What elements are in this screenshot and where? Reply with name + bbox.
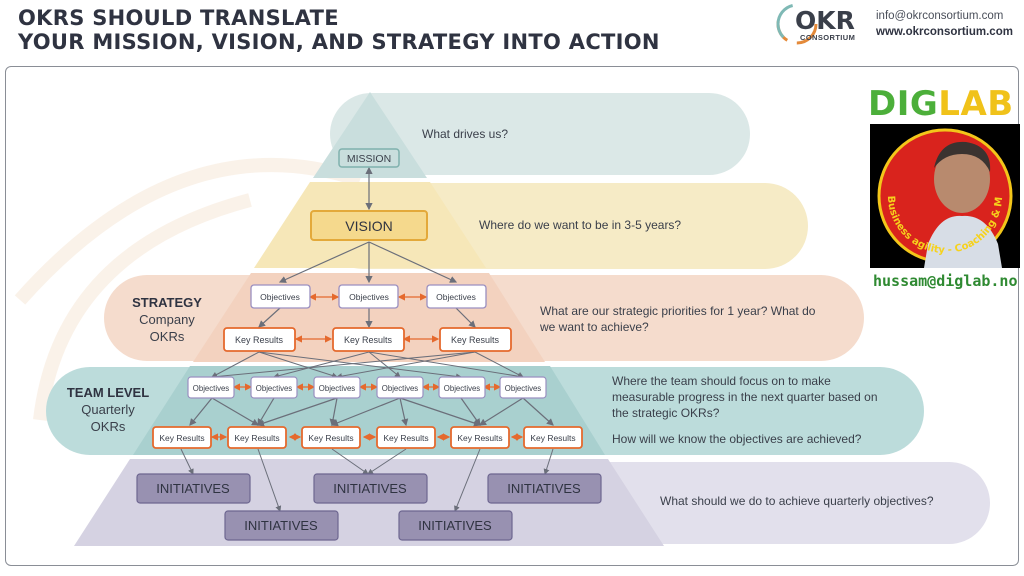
okr-logo-icon	[776, 3, 818, 45]
team-key-results: Key Results Key Results Key Results Key …	[152, 426, 583, 449]
team-objective-label: Objectives	[193, 384, 230, 393]
contact-email[interactable]: info@okrconsortium.com	[876, 10, 1004, 22]
vision-box	[310, 210, 428, 241]
strategy-key-result-label: Key Results	[451, 335, 500, 345]
page-title: OKRS SHOULD TRANSLATE YOUR MISSION, VISI…	[18, 6, 660, 54]
team-side-label: TEAM LEVEL Quarterly OKRs	[67, 385, 149, 434]
team-key-result-label: Key Results	[383, 433, 428, 443]
team-connectors	[189, 383, 554, 441]
strategy-key-result-label: Key Results	[235, 335, 284, 345]
strategy-side-label: STRATEGY Company OKRs	[132, 295, 202, 344]
strategy-objectives: Objectives Objectives Objectives	[250, 284, 487, 309]
title-line-2: YOUR MISSION, VISION, AND STRATEGY INTO …	[18, 30, 660, 54]
strategy-question-line1: What are our strategic priorities for 1 …	[540, 304, 816, 318]
initiative-label: INITIATIVES	[156, 481, 230, 496]
profile-badge-icon: Business agility - Coaching & Mentoring	[870, 124, 1013, 268]
initiative-label: INITIATIVES	[418, 518, 492, 533]
initiatives-question: What should we do to achieve quarterly o…	[660, 494, 934, 508]
team-side-title: TEAM LEVEL	[67, 385, 149, 400]
title-line-1: OKRS SHOULD TRANSLATE	[18, 6, 339, 30]
team-objective-label: Objectives	[444, 384, 481, 393]
strategy-objective-label: Objectives	[260, 292, 300, 302]
person-shirt-icon	[924, 215, 1002, 268]
vision-question: Where do we want to be in 3-5 years?	[479, 218, 681, 232]
team-objective-label: Objectives	[382, 384, 419, 393]
strategy-side-title: STRATEGY	[132, 295, 202, 310]
team-side-line2: Quarterly	[81, 402, 135, 417]
team-question-line1: Where the team should focus on to make	[612, 374, 831, 388]
vision-label: VISION	[345, 218, 392, 234]
person-hair-icon	[934, 141, 991, 172]
person-head-icon	[934, 145, 990, 213]
team-objective-label: Objectives	[319, 384, 356, 393]
diglab-title-part2: LAB	[938, 84, 1014, 124]
team-question-line2: measurable progress in the next quarter …	[612, 390, 878, 404]
initiative-boxes: INITIATIVES INITIATIVES INITIATIVES INIT…	[136, 473, 602, 541]
background-swirl	[14, 158, 363, 421]
strategy-to-team-connectors	[211, 351, 524, 380]
strategy-side-line2: Company	[139, 312, 195, 327]
team-question-line3: the strategic OKRs?	[612, 406, 720, 420]
contact-website[interactable]: www.okrconsortium.com	[876, 26, 1013, 38]
initiative-label: INITIATIVES	[507, 481, 581, 496]
mission-vision-connector	[278, 166, 458, 284]
logo-subtext: CONSORTIUM	[800, 33, 856, 42]
mission-question: What drives us?	[422, 127, 508, 141]
mission-label: MISSION	[347, 153, 391, 165]
team-side-line3: OKRs	[91, 419, 126, 434]
team-key-result-label: Key Results	[457, 433, 502, 443]
initiative-label: INITIATIVES	[333, 481, 407, 496]
strategy-question-line2: we want to achieve?	[539, 320, 649, 334]
strategy-objective-label: Objectives	[349, 292, 389, 302]
team-objective-label: Objectives	[505, 384, 542, 393]
team-objective-label: Objectives	[256, 384, 293, 393]
diglab-email[interactable]: hussam@diglab.no	[873, 272, 1018, 290]
mission-question-pill	[330, 93, 750, 175]
contact-info: info@okrconsortium.com www.okrconsortium…	[876, 8, 1013, 40]
initiative-connectors	[180, 448, 554, 512]
mission-box	[338, 148, 400, 168]
team-objectives: Objectives Objectives Objectives Objecti…	[187, 376, 547, 399]
team-key-result-label: Key Results	[308, 433, 353, 443]
logo-text: OKR	[795, 6, 855, 35]
team-key-result-label: Key Results	[530, 433, 575, 443]
team-question-line4: How will we know the objectives are achi…	[612, 432, 862, 446]
diglab-logo: DIGLAB	[868, 84, 1014, 124]
diglab-title-part1: DIG	[868, 84, 939, 124]
team-key-result-label: Key Results	[159, 433, 204, 443]
strategy-objective-label: Objectives	[436, 292, 476, 302]
strategy-side-line3: OKRs	[150, 329, 185, 344]
strategy-key-results: Key Results Key Results Key Results	[223, 327, 512, 352]
profile-photo: Business agility - Coaching & Mentoring	[870, 124, 1020, 268]
strategy-connectors	[258, 293, 476, 343]
strategy-key-result-label: Key Results	[344, 335, 393, 345]
level-questions: What drives us? Where do we want to be i…	[422, 127, 934, 508]
initiative-label: INITIATIVES	[244, 518, 318, 533]
team-key-result-label: Key Results	[234, 433, 279, 443]
